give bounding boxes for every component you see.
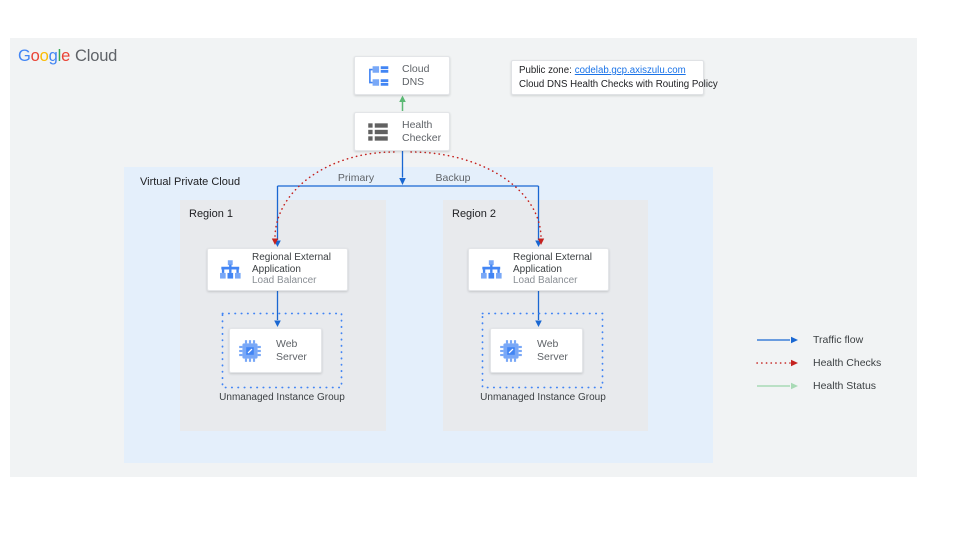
primary-edge-label: Primary <box>337 172 375 184</box>
legend-label-health-checks: Health Checks <box>813 357 882 369</box>
health-checker-icon <box>368 122 388 141</box>
cloud-dns-node: Cloud DNS <box>354 56 450 95</box>
health-checker-label: Health Checker <box>402 119 442 144</box>
legend: Traffic flow Health Checks Health Status <box>756 334 882 404</box>
traffic-flow-swatch <box>757 336 798 344</box>
backup-edge-label: Backup <box>435 172 471 184</box>
web-server-label: Web Server <box>537 338 568 363</box>
logo-letter: l <box>57 47 62 65</box>
vpc-label: Virtual Private Cloud <box>140 176 241 188</box>
load-balancer-icon <box>481 259 502 279</box>
load-balancer-node-region2: Regional External Application Load Balan… <box>468 248 609 291</box>
logo-letter: g <box>48 47 58 65</box>
region-1-label: Region 1 <box>189 208 234 220</box>
legend-label-traffic-flow: Traffic flow <box>813 334 864 346</box>
health-checker-node: Health Checker <box>354 112 450 151</box>
cloud-dns-label: Cloud DNS <box>402 63 430 88</box>
dns-note-line1: Public zone:codelab.gcp.axiszulu.com <box>519 64 696 78</box>
web-server-node-region1: Web Server <box>229 328 322 373</box>
public-zone-link[interactable]: codelab.gcp.axiszulu.com <box>574 65 686 76</box>
legend-row-health-checks: Health Checks <box>756 357 882 369</box>
load-balancer-title: Regional External Application <box>252 252 331 275</box>
logo-product-name: Cloud <box>75 47 118 65</box>
logo-letter: e <box>61 47 71 65</box>
dns-note-box: Public zone:codelab.gcp.axiszulu.com Clo… <box>511 60 718 96</box>
load-balancer-title: Regional External Application <box>513 252 592 275</box>
logo-letter: G <box>18 47 31 65</box>
public-zone-label: Public zone: <box>519 65 572 76</box>
web-server-label: Web Server <box>276 338 307 363</box>
instance-group-label-region1: Unmanaged Instance Group <box>219 392 345 403</box>
load-balancer-icon <box>220 259 241 279</box>
legend-row-traffic-flow: Traffic flow <box>756 334 881 346</box>
health-checks-swatch <box>756 359 798 367</box>
cloud-dns-icon <box>369 65 389 86</box>
logo-letter: o <box>39 47 49 65</box>
web-server-icon <box>500 339 522 362</box>
load-balancer-subtitle: Load Balancer <box>513 275 578 286</box>
instance-group-label-region2: Unmanaged Instance Group <box>480 392 606 403</box>
dns-note-line2: Cloud DNS Health Checks with Routing Pol… <box>519 78 718 90</box>
legend-label-health-status: Health Status <box>813 380 877 392</box>
load-balancer-subtitle: Load Balancer <box>252 275 317 286</box>
logo-letter: o <box>30 47 40 65</box>
legend-row-health-status: Health Status <box>756 380 881 392</box>
web-server-node-region2: Web Server <box>490 328 583 373</box>
region-2-label: Region 2 <box>452 208 497 220</box>
load-balancer-node-region1: Regional External Application Load Balan… <box>207 248 348 291</box>
health-status-swatch <box>757 382 798 390</box>
web-server-icon <box>239 339 261 362</box>
